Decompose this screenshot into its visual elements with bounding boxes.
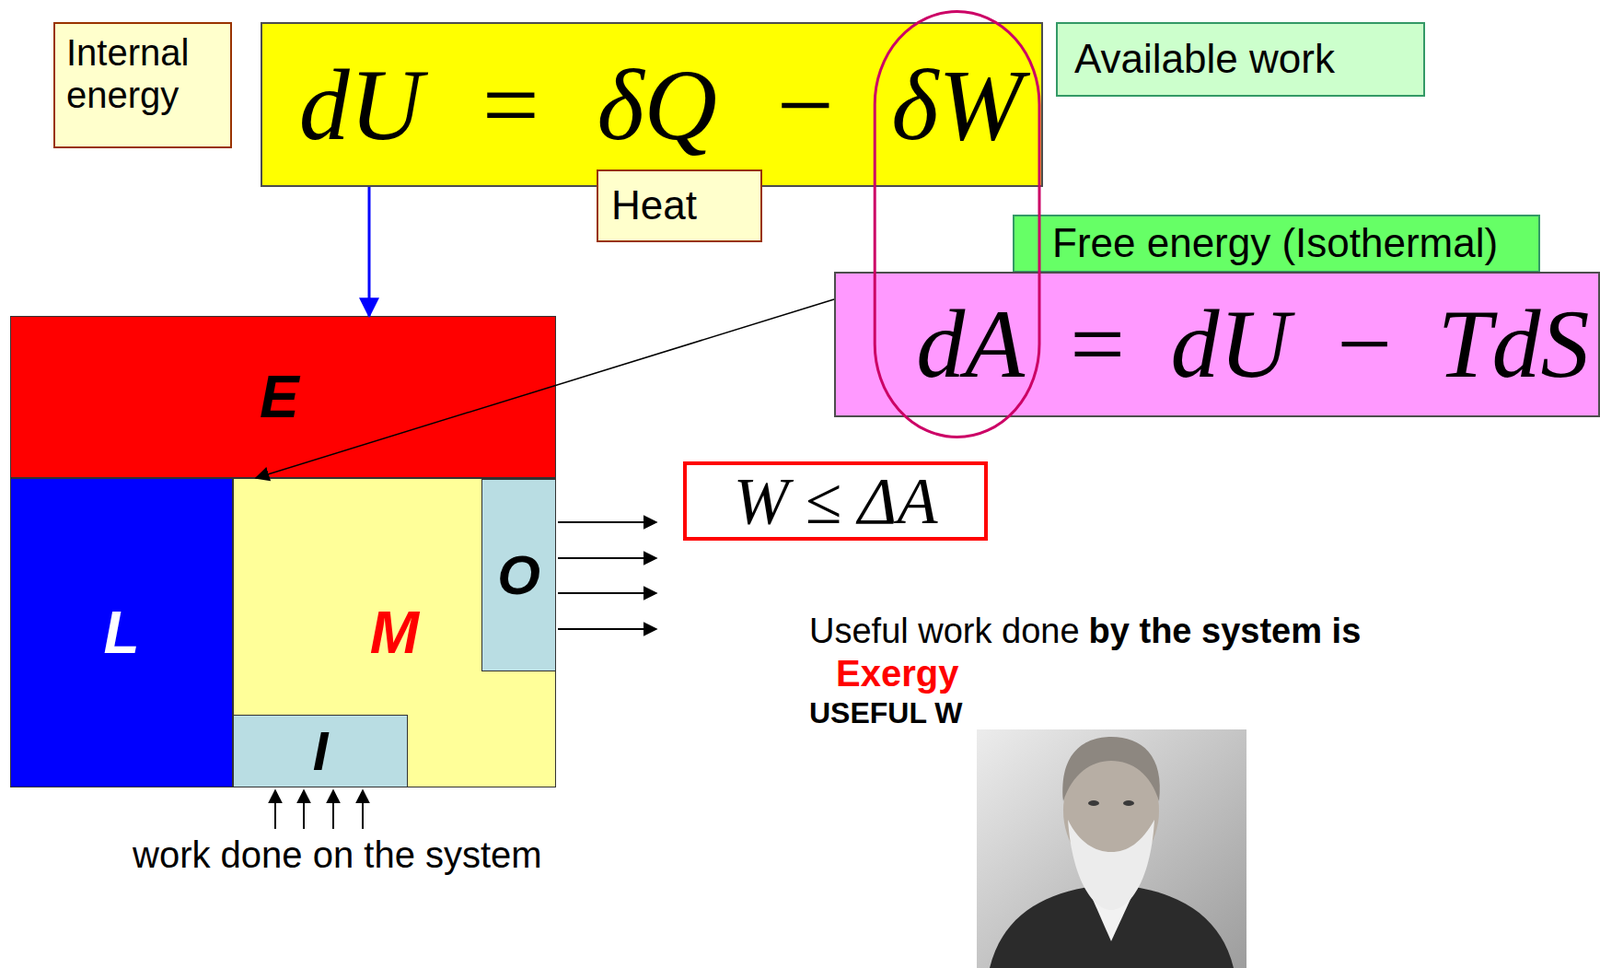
- equation-text: dU = δQ − δW: [299, 54, 1023, 156]
- photo-beard: [1067, 819, 1155, 910]
- block-letter: I: [313, 720, 329, 782]
- term-label: Exergy: [835, 651, 959, 695]
- equation-text: W ≤ ΔA: [733, 467, 939, 534]
- box-label: Available work: [1074, 35, 1335, 83]
- energy-block: E: [10, 315, 557, 478]
- portrait-photo: [976, 729, 1247, 968]
- photo-collar: [1090, 894, 1133, 941]
- note-text: by the system is: [1089, 611, 1362, 652]
- photo-frame: [976, 729, 1247, 968]
- equation-box: dA = dU − TdS: [834, 271, 1600, 418]
- box-label: Free energy (Isothermal): [1052, 220, 1498, 267]
- photo-eye: [1123, 800, 1135, 806]
- port-block: O: [481, 478, 557, 672]
- label-box: Free energy (Isothermal): [1012, 214, 1541, 273]
- label-box: Internal energy: [53, 22, 232, 149]
- note-text: work done on the system: [132, 833, 543, 876]
- input-arrow: [302, 789, 305, 829]
- block-letter: L: [103, 600, 140, 665]
- equation-text: dA = dU − TdS: [915, 295, 1589, 394]
- output-arrow: [557, 627, 657, 630]
- equation-box: dU = δQ − δW: [260, 22, 1044, 187]
- label-box: Available work: [1055, 22, 1426, 97]
- output-arrow: [557, 521, 657, 523]
- photo-face: [1063, 749, 1160, 871]
- inequality-box: W ≤ ΔA: [683, 461, 988, 541]
- label-anchor: Exergy: [835, 651, 959, 695]
- note-text: Useful work done: [809, 611, 1080, 652]
- note-text: USEFUL W: [809, 695, 963, 731]
- block-letter: M: [370, 600, 419, 665]
- highlight-ring: [874, 11, 1040, 437]
- photo-eye: [1088, 800, 1100, 806]
- input-arrow: [361, 789, 364, 829]
- label-anchor: by the system is: [1089, 611, 1362, 652]
- input-arrow: [332, 789, 335, 829]
- label-anchor: work done on the system: [132, 833, 543, 876]
- input-arrow: [274, 789, 277, 829]
- system-block: L: [10, 477, 233, 788]
- input-arrows: [275, 789, 363, 829]
- box-label: Heat: [611, 182, 697, 230]
- photo-hair: [1062, 736, 1160, 801]
- box-label: Internal energy: [66, 31, 220, 116]
- photo-coat: [989, 883, 1234, 968]
- output-arrows: [557, 521, 657, 629]
- connector-arrow: [368, 186, 372, 316]
- output-arrow: [557, 591, 657, 594]
- port-block: I: [232, 714, 408, 788]
- label-anchor: USEFUL W: [809, 695, 963, 731]
- output-arrow: [557, 556, 657, 559]
- label-box: Heat: [596, 169, 763, 243]
- block-letter: E: [259, 364, 300, 429]
- label-anchor: Useful work done: [809, 611, 1080, 652]
- connector-arrow: [255, 299, 835, 478]
- system-block: M O I: [232, 477, 557, 788]
- block-letter: O: [497, 544, 541, 606]
